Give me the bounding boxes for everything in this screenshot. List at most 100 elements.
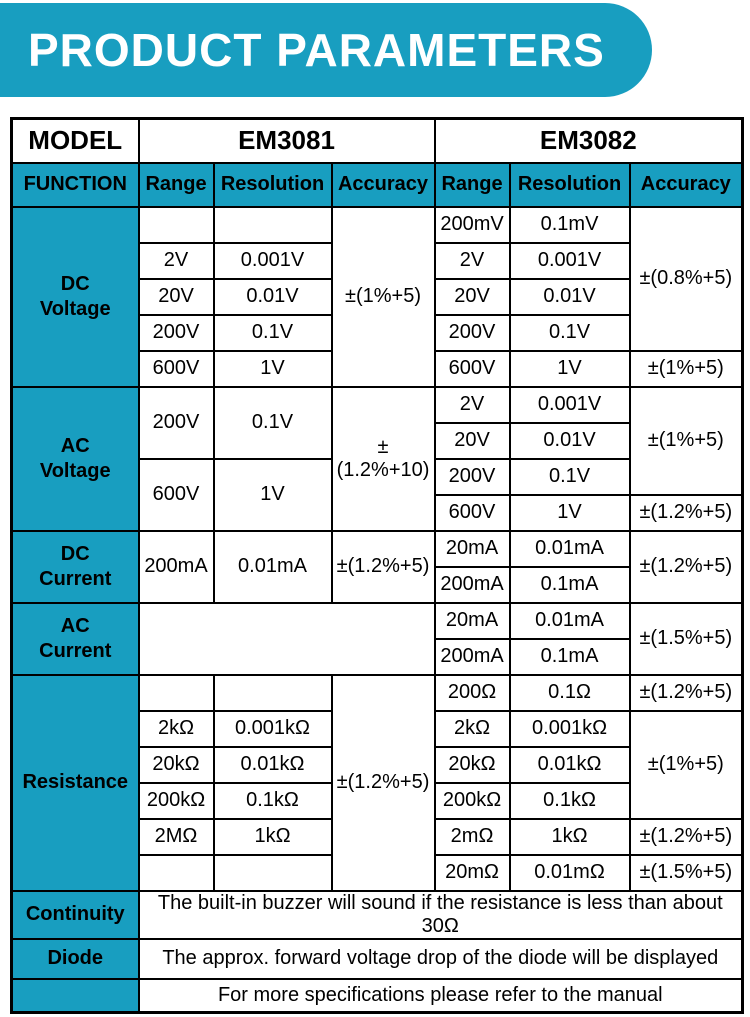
- table-row: 200V 0.1V 200V 0.1V: [12, 313, 743, 352]
- accuracy-cell: ±(1%+5): [628, 349, 744, 388]
- accuracy-cell: ±(1.5%+5): [628, 853, 744, 892]
- model-header-cell: MODEL: [10, 117, 140, 164]
- table-row: 600V 1V 200V 0.1V: [12, 457, 743, 532]
- accuracy-header-cell: Accuracy: [628, 161, 744, 208]
- range-cell: 600V: [433, 349, 511, 388]
- table-row: 20kΩ 0.01kΩ 20kΩ 0.01kΩ: [12, 745, 743, 784]
- page-title: PRODUCT PARAMETERS: [28, 24, 605, 76]
- accuracy-cell: ±(1.2%+5): [628, 529, 744, 604]
- model-row: MODEL EM3081 EM3082: [10, 117, 744, 164]
- table-row: DC Voltage ±(1%+5) 200mV 0.1mV ±(0.8%+5): [10, 205, 744, 388]
- range-cell: 200mA: [433, 565, 511, 604]
- resolution-cell: [212, 205, 333, 244]
- footer-row: For more specifications please refer to …: [10, 977, 744, 1014]
- resolution-cell: 0.1V: [212, 313, 333, 352]
- accuracy-cell: ±(1.2%+5): [628, 673, 744, 712]
- range-cell: 200V: [433, 313, 511, 352]
- resolution-cell: 0.01mΩ: [508, 853, 631, 892]
- empty-cell: [137, 601, 436, 676]
- range-cell: 2mΩ: [433, 817, 511, 856]
- diode-note: The approx. forward voltage drop of the …: [137, 937, 744, 980]
- resolution-cell: 0.01mA: [508, 601, 631, 640]
- range-cell: 600V: [137, 349, 215, 388]
- resolution-header-cell: Resolution: [508, 161, 631, 208]
- range-cell: 200kΩ: [433, 781, 511, 820]
- resolution-cell: 0.1V: [508, 313, 631, 352]
- range-cell: [137, 673, 215, 712]
- continuity-row: Continuity The built-in buzzer will soun…: [10, 889, 744, 940]
- range-cell: 200mA: [137, 529, 215, 604]
- resolution-cell: 0.01kΩ: [212, 745, 333, 784]
- table-row: 20mΩ 0.01mΩ ±(1.5%+5): [12, 853, 744, 892]
- range-cell: 2kΩ: [433, 709, 511, 748]
- range-cell: 2V: [137, 241, 215, 280]
- range-cell: 200mA: [433, 637, 511, 676]
- model-em3081-cell: EM3081: [137, 117, 436, 164]
- range-cell: 200mV: [433, 205, 511, 244]
- range-cell: 200Ω: [433, 673, 511, 712]
- resolution-cell: 0.01kΩ: [508, 745, 631, 784]
- table-row: DC Current 200mA 0.01mA ±(1.2%+5) 20mA 0…: [10, 529, 744, 604]
- table-row: 600V 1V ±(1.2%+5): [12, 493, 744, 532]
- range-cell: 2MΩ: [137, 817, 215, 856]
- range-cell: 20mA: [433, 529, 511, 568]
- resolution-cell: 0.01V: [508, 277, 631, 316]
- accuracy-cell: ±(1.5%+5): [628, 601, 744, 676]
- product-parameters-table: MODEL EM3081 EM3082 FUNCTION Range Resol…: [10, 117, 745, 1014]
- table-row: 200kΩ 0.1kΩ 200kΩ 0.1kΩ: [12, 781, 743, 820]
- resolution-cell: 0.1mA: [508, 565, 631, 604]
- function-label-ac-current: AC Current: [10, 601, 140, 676]
- accuracy-cell: ±(1%+5): [628, 709, 744, 820]
- range-cell: 2kΩ: [137, 709, 215, 748]
- range-cell: 600V: [433, 493, 511, 532]
- range-cell: 200V: [137, 385, 215, 460]
- resolution-cell: 1kΩ: [212, 817, 333, 856]
- footer-note: For more specifications please refer to …: [137, 977, 744, 1014]
- resolution-cell: 0.001V: [212, 241, 333, 280]
- range-cell: 2V: [433, 385, 511, 424]
- accuracy-header-cell: Accuracy: [330, 161, 436, 208]
- range-cell: 20kΩ: [433, 745, 511, 784]
- resolution-cell: 0.1mV: [508, 205, 631, 244]
- table-row: 2V 0.001V 2V 0.001V: [12, 241, 743, 280]
- table-row: AC Current 20mA 0.01mA ±(1.5%+5): [10, 601, 744, 676]
- table-row: 20V 0.01V 20V 0.01V: [12, 277, 743, 316]
- resolution-cell: 0.01V: [212, 277, 333, 316]
- table-row: 200mA 0.1mA: [12, 565, 743, 604]
- accuracy-cell: ±(1.2%+5): [628, 817, 744, 856]
- range-cell: [137, 853, 215, 892]
- continuity-note: The built-in buzzer will sound if the re…: [137, 889, 744, 940]
- resolution-cell: 1V: [508, 493, 631, 532]
- resolution-cell: 1V: [508, 349, 631, 388]
- range-cell: 200V: [433, 457, 511, 496]
- function-label-dc-current: DC Current: [10, 529, 140, 604]
- range-cell: 20mA: [433, 601, 511, 640]
- accuracy-cell: ±(1.2%+5): [330, 673, 436, 892]
- range-cell: 200V: [137, 313, 215, 352]
- range-cell: 200kΩ: [137, 781, 215, 820]
- accuracy-cell: ±(1%+5): [330, 205, 436, 388]
- resolution-cell: 1kΩ: [508, 817, 631, 856]
- function-header-row: FUNCTION Range Resolution Accuracy Range…: [10, 161, 744, 208]
- function-label-resistance: Resistance: [10, 673, 140, 892]
- table-row: 2kΩ 0.001kΩ 2kΩ 0.001kΩ ±(1%+5): [12, 709, 744, 820]
- range-cell: 2V: [433, 241, 511, 280]
- resolution-cell: 0.1V: [508, 457, 631, 496]
- table-row: 20V 0.01V: [12, 421, 743, 460]
- resolution-cell: 0.001kΩ: [212, 709, 333, 748]
- resolution-cell: 0.01mA: [212, 529, 333, 604]
- range-cell: 20kΩ: [137, 745, 215, 784]
- table-row: 200mA 0.1mA: [12, 637, 743, 676]
- range-cell: [137, 205, 215, 244]
- range-cell: 20mΩ: [433, 853, 511, 892]
- resolution-cell: 0.01V: [508, 421, 631, 460]
- accuracy-cell: ±(1.2%+5): [628, 493, 744, 532]
- accuracy-cell: ±(0.8%+5): [628, 205, 744, 352]
- function-label-dc-voltage: DC Voltage: [10, 205, 140, 388]
- resolution-header-cell: Resolution: [212, 161, 333, 208]
- function-label-ac-voltage: AC Voltage: [10, 385, 140, 532]
- resolution-cell: [212, 853, 333, 892]
- resolution-cell: 1V: [212, 349, 333, 388]
- resolution-cell: 0.1V: [212, 385, 333, 460]
